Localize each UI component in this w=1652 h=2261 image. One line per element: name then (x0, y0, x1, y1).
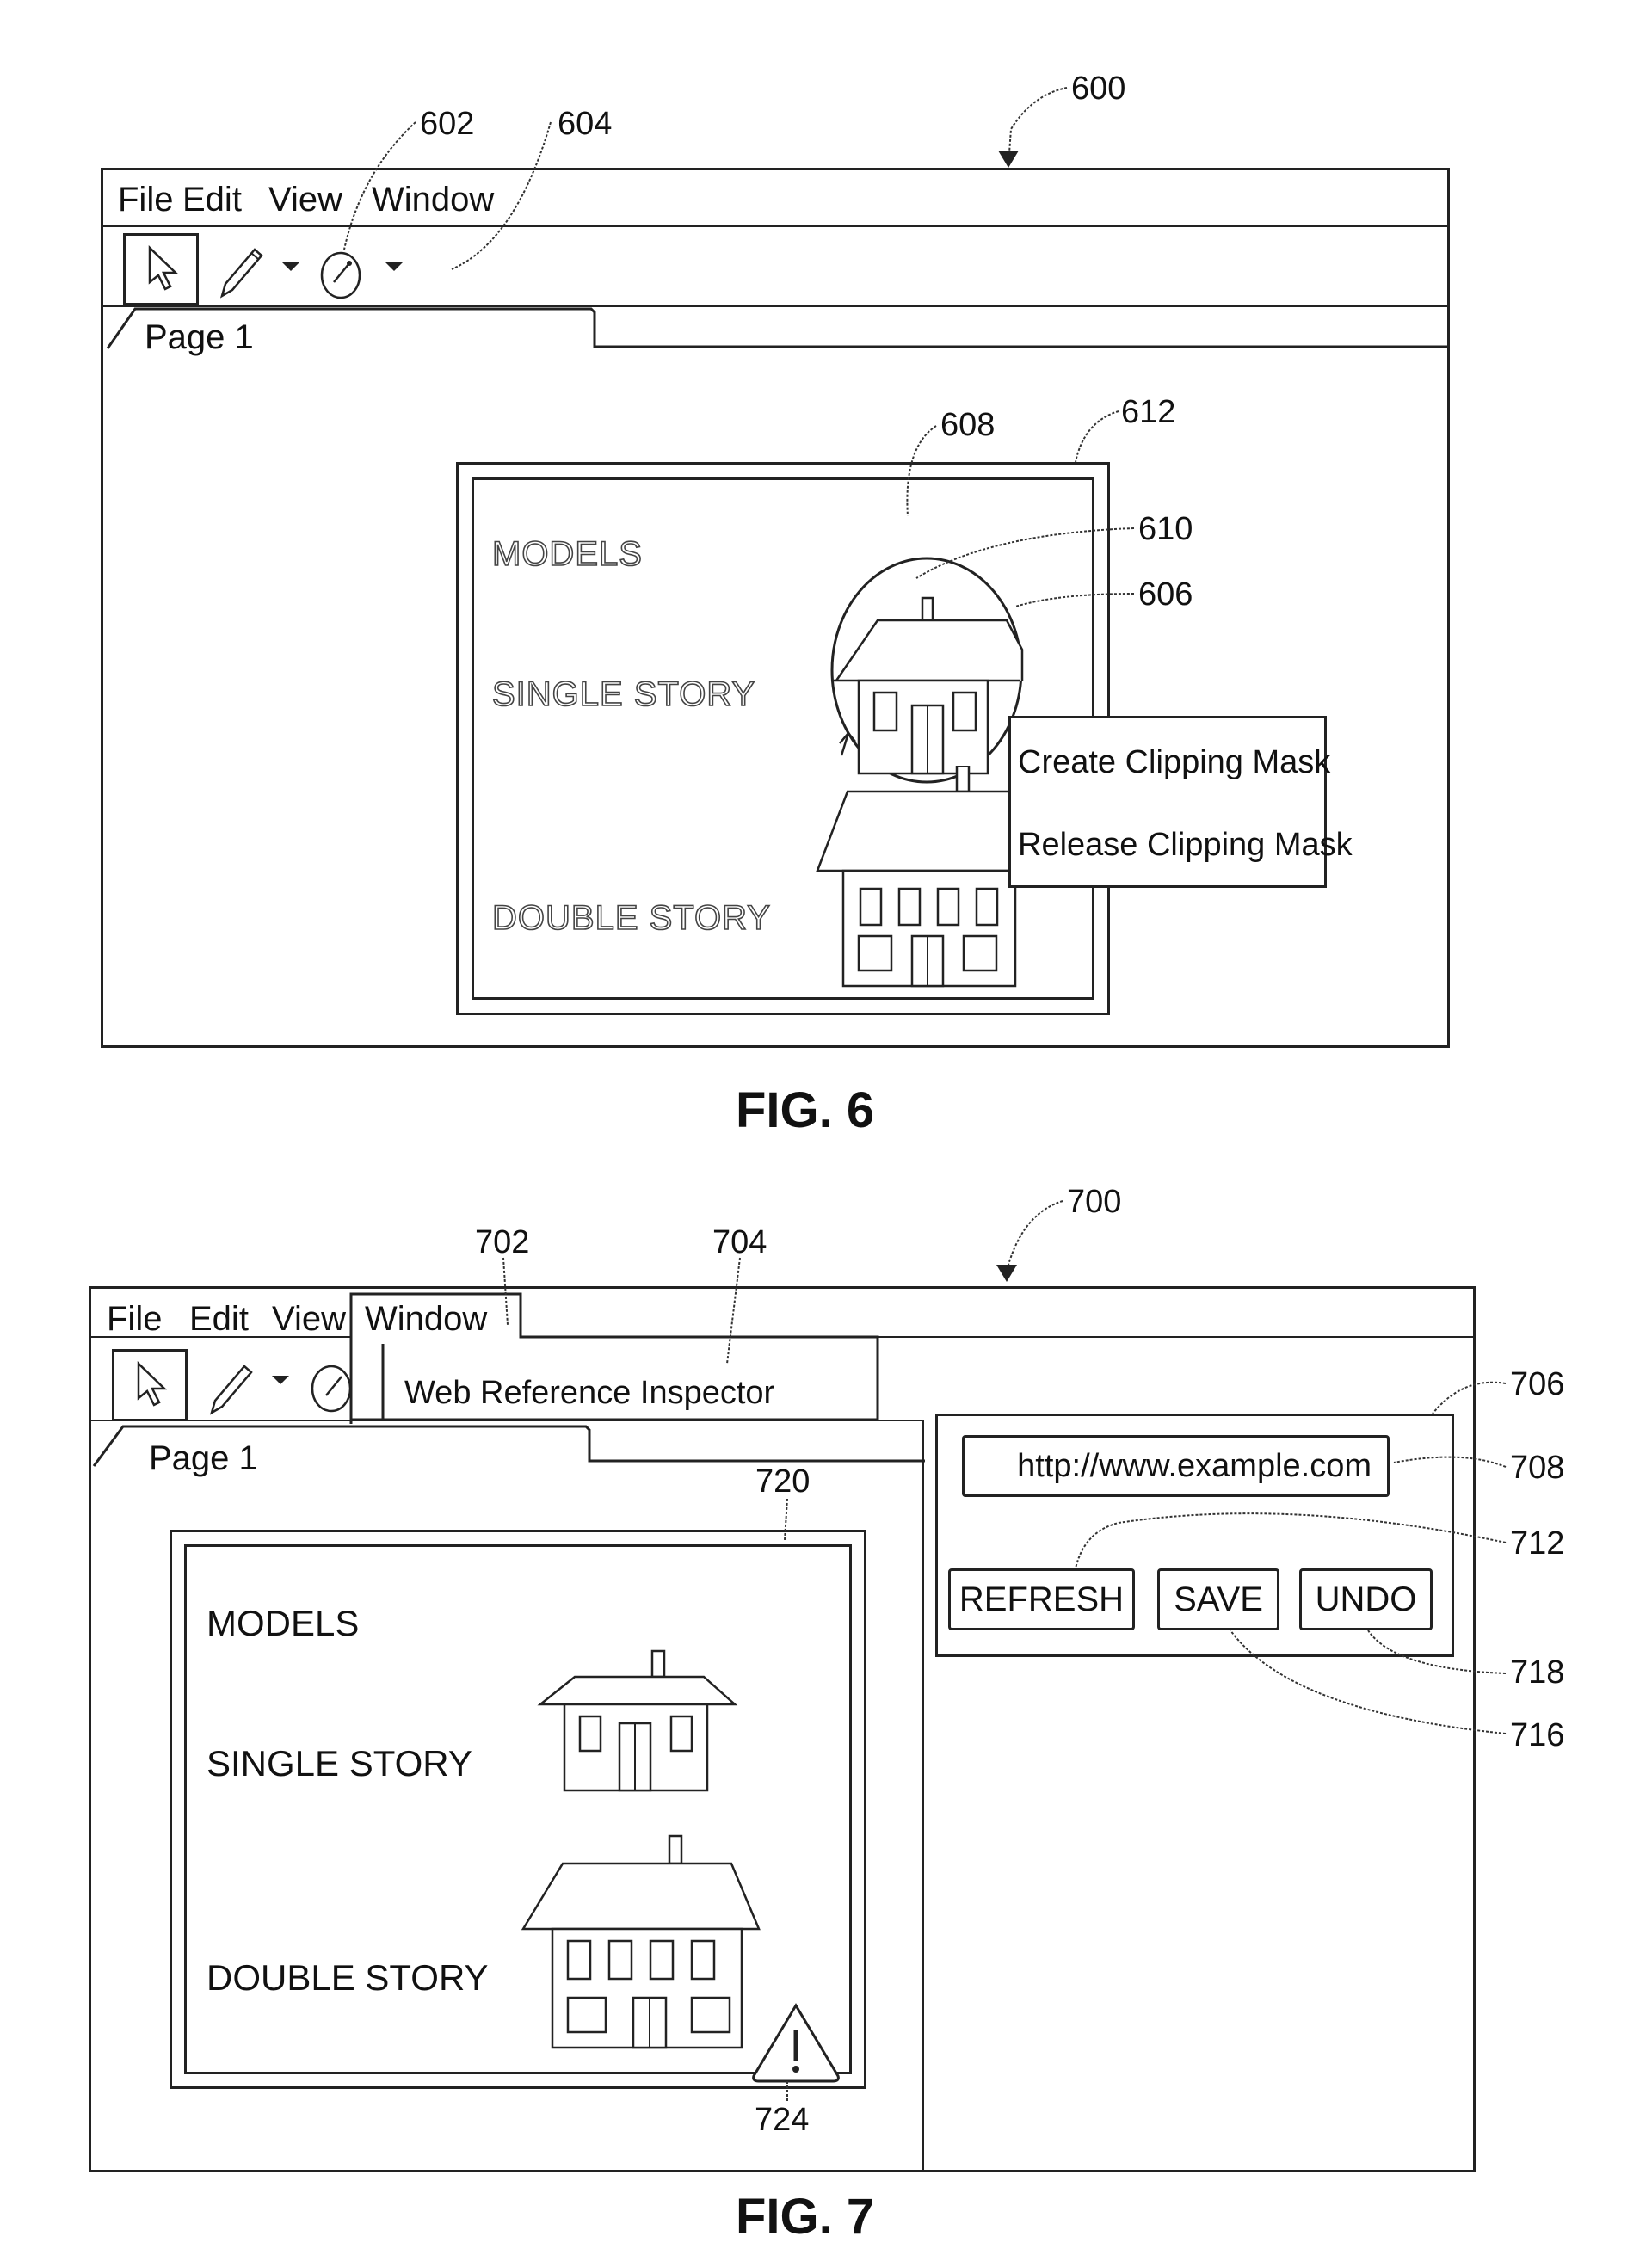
double-story-house-icon (816, 766, 1026, 988)
fig7-label-double-story: DOUBLE STORY (206, 1957, 489, 1998)
fig6-label-double-story: DOUBLE STORY (491, 899, 771, 937)
ref-612: 612 (1121, 394, 1176, 430)
ref-608: 608 (940, 407, 996, 443)
ref-700: 700 (1067, 1184, 1122, 1220)
fig6-menu-view[interactable]: View (268, 181, 342, 219)
fig7-artboard-inner (184, 1544, 852, 2074)
context-menu-release-clipping-mask[interactable]: Release Clipping Mask (1018, 827, 1353, 863)
warning-icon[interactable] (749, 2000, 843, 2086)
ref-718: 718 (1510, 1654, 1565, 1691)
fig6-tab-page1[interactable]: Page 1 (145, 318, 254, 356)
fig6-menu-file[interactable]: File (118, 181, 174, 219)
fig7-menu-file[interactable]: File (107, 1300, 163, 1338)
clip-tool-dropdown-caret-icon[interactable] (384, 260, 404, 274)
fig6-menubar-divider (101, 225, 1450, 227)
url-field[interactable]: http://www.example.com (962, 1435, 1390, 1497)
pencil-dropdown-caret-icon[interactable] (270, 1373, 291, 1387)
fig7-menu-view[interactable]: View (272, 1300, 346, 1338)
ref-724: 724 (755, 2102, 810, 2138)
pencil-icon[interactable] (215, 241, 267, 301)
fig6-app-window (101, 168, 1450, 1048)
fig7-menubar-divider-left (89, 1336, 353, 1338)
fig7-artboard-outer (170, 1530, 866, 2089)
ref-602: 602 (420, 106, 475, 142)
fig6-context-menu: Create Clipping Mask Release Clipping Ma… (1008, 716, 1353, 888)
undo-button[interactable]: UNDO (1299, 1568, 1433, 1630)
fig7-menubar-divider-right (523, 1336, 1476, 1338)
fig7-menu-window[interactable]: Window (365, 1300, 488, 1338)
fig7-menu-edit[interactable]: Edit (189, 1300, 249, 1338)
save-button[interactable]: SAVE (1157, 1568, 1279, 1630)
fig7-caption: FIG. 7 (736, 2189, 875, 2245)
fig7-toolbar-divider (89, 1420, 923, 1421)
clip-tool-icon[interactable] (305, 1361, 354, 1414)
single-story-house-icon (833, 596, 1024, 775)
clip-tool-icon[interactable] (317, 248, 365, 301)
fig6-tab-outline (106, 307, 1450, 349)
ref-606: 606 (1138, 576, 1193, 613)
arrowhead-700-icon (996, 1265, 1017, 1282)
context-menu-create-clipping-mask[interactable]: Create Clipping Mask (1018, 744, 1331, 780)
fig6-caption: FIG. 6 (736, 1082, 875, 1138)
fig7-tab-outline (92, 1425, 925, 1467)
fig7-selection-tool-button[interactable] (112, 1349, 188, 1421)
ref-704: 704 (712, 1224, 767, 1260)
ref-720: 720 (755, 1463, 811, 1500)
fig6-menu-edit[interactable]: Edit (182, 181, 242, 219)
leader-700 (1006, 1200, 1063, 1281)
ref-600: 600 (1071, 71, 1126, 107)
refresh-button[interactable]: REFRESH (948, 1568, 1135, 1630)
ref-610: 610 (1138, 511, 1193, 547)
ref-712: 712 (1510, 1525, 1565, 1562)
fig6-toolbar-divider (101, 305, 1450, 307)
fig6-menu-window[interactable]: Window (372, 181, 495, 219)
fig6-label-single-story: SINGLE STORY (491, 675, 756, 713)
ref-708: 708 (1510, 1450, 1565, 1486)
fig6-label-models: MODELS (491, 535, 643, 573)
menu-item-web-reference-inspector[interactable]: Web Reference Inspector (404, 1375, 775, 1411)
ref-702: 702 (475, 1224, 530, 1260)
ref-706: 706 (1510, 1366, 1565, 1402)
leader-600 (1008, 87, 1068, 166)
arrow-cursor-icon (137, 1361, 168, 1407)
fig7-tab-page1[interactable]: Page 1 (149, 1439, 258, 1477)
arrow-cursor-icon (148, 245, 179, 291)
ref-604: 604 (558, 106, 613, 142)
fig6-pointer-cursor-icon (839, 732, 856, 756)
ref-716: 716 (1510, 1717, 1565, 1753)
double-story-house-icon (521, 1834, 761, 2049)
pencil-icon[interactable] (205, 1358, 256, 1418)
fig7-label-single-story: SINGLE STORY (206, 1743, 472, 1784)
fig7-label-models: MODELS (206, 1603, 360, 1643)
fig6-selection-tool-button[interactable] (123, 233, 199, 305)
fig7-pane-divider[interactable] (922, 1420, 924, 2172)
single-story-house-icon (537, 1649, 738, 1792)
fig6-clip-mask-circle[interactable] (826, 555, 1032, 792)
arrowhead-600-icon (998, 151, 1019, 168)
pencil-dropdown-caret-icon[interactable] (280, 260, 301, 274)
